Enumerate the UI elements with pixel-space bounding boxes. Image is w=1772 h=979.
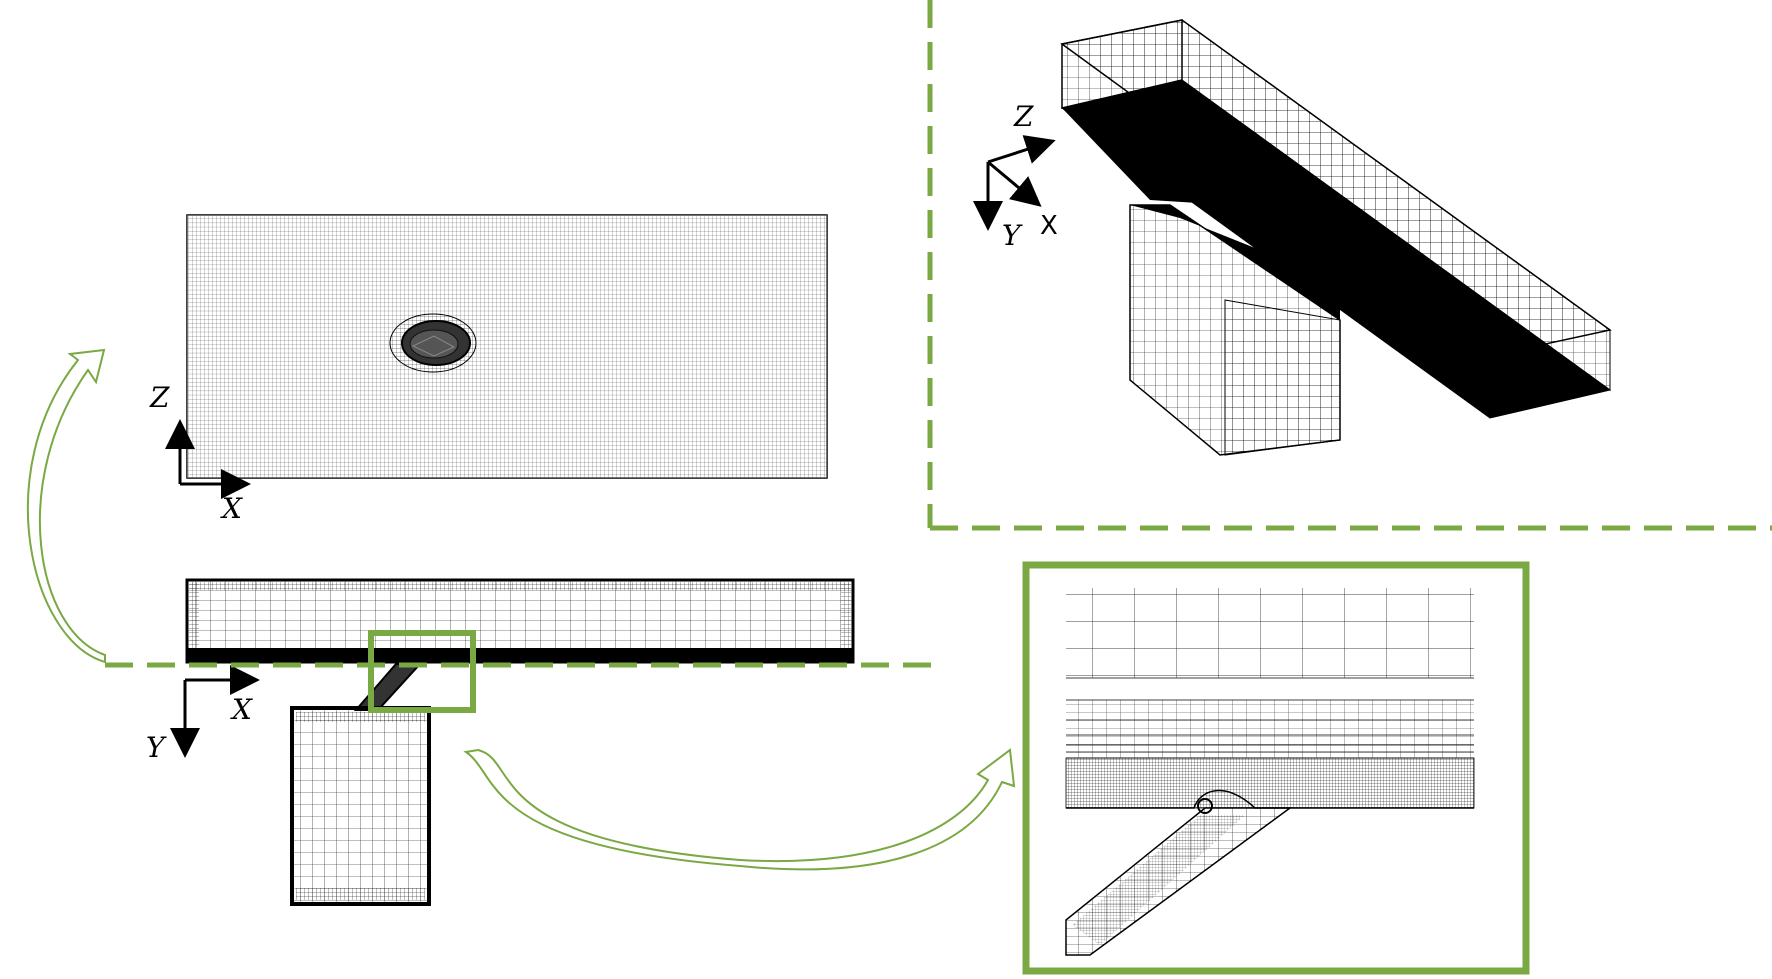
isometric-view: Z X Y <box>973 19 1612 456</box>
side-view-x-label: X <box>230 693 253 726</box>
side-view-inlet-pipe <box>353 663 423 711</box>
iso-y-label: Y <box>1002 219 1023 252</box>
detail-view <box>1022 561 1530 975</box>
curved-arrow-to-top-view <box>26 348 106 664</box>
top-view-z-label: Z <box>149 381 170 414</box>
iso-x-label: X <box>1040 211 1058 241</box>
top-view-nozzle-refinement <box>389 313 477 373</box>
zoom-highlight-box <box>368 630 476 713</box>
side-view-axes: X Y <box>146 665 260 764</box>
side-view-wall-layer <box>187 648 853 662</box>
iso-base-dark-strip <box>1062 108 1610 418</box>
top-view-x-label: X <box>220 492 243 525</box>
side-view-inlet-chamber <box>290 706 431 906</box>
detail-coarse-mesh <box>1066 588 1474 678</box>
curved-arrow-to-detail-view <box>463 748 1016 871</box>
detail-boundary-layer <box>1065 757 1475 809</box>
top-view-mesh <box>186 214 828 479</box>
top-view-axes: Z X <box>149 381 251 525</box>
side-view: X Y <box>146 578 855 906</box>
isometric-axes: Z X Y <box>973 100 1058 252</box>
side-view-y-label: Y <box>146 731 167 764</box>
iso-z-label: Z <box>1013 100 1034 133</box>
top-view: Z X <box>149 214 828 525</box>
